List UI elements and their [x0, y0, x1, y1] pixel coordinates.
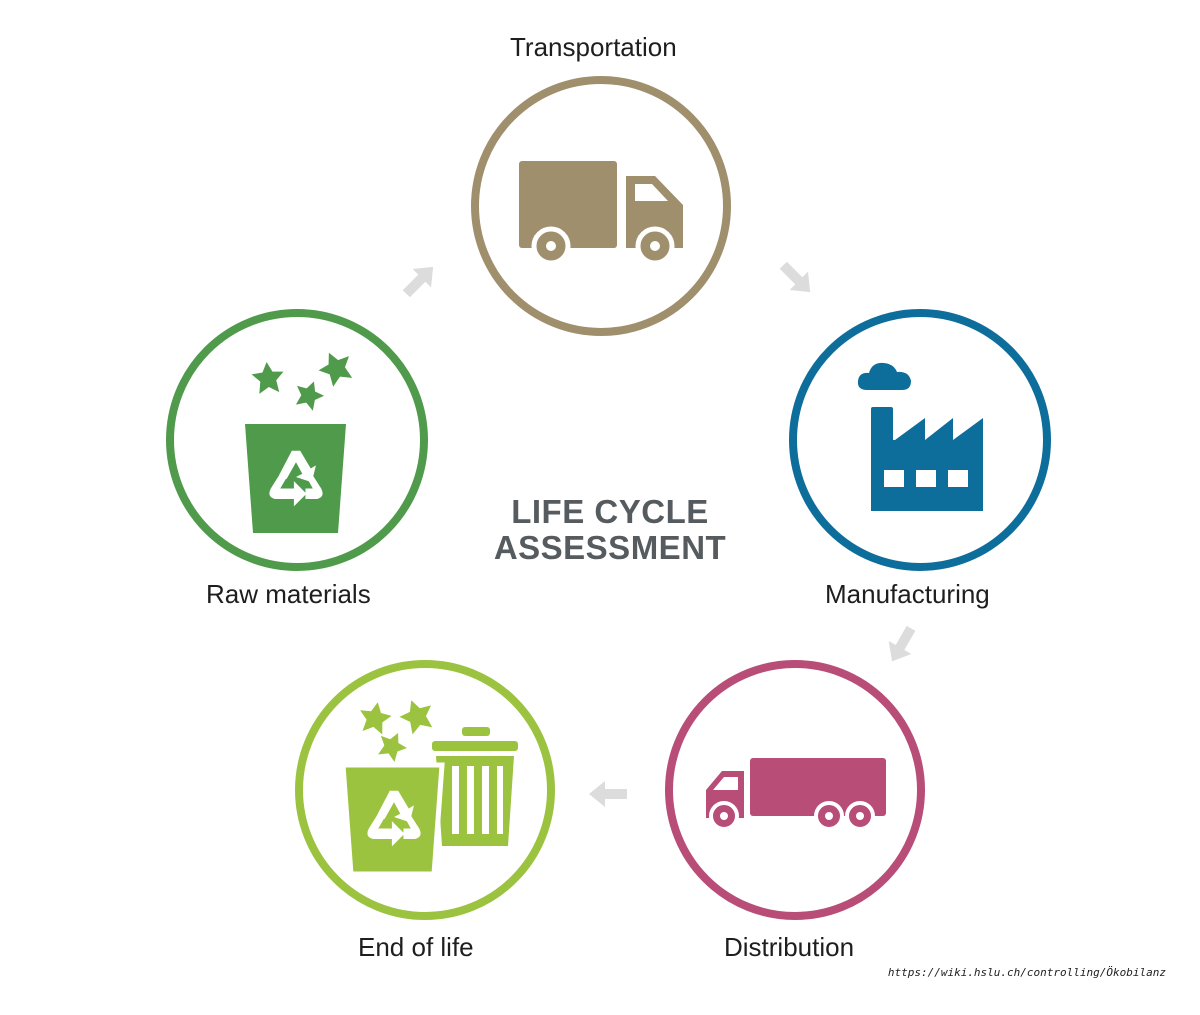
title-line-1: LIFE CYCLE — [511, 493, 709, 530]
arrow-manufacturing-to-distribution — [888, 625, 916, 662]
title-line-2: ASSESSMENT — [493, 529, 727, 566]
recycle-bin-icon — [340, 694, 445, 877]
trash-can-icon — [432, 727, 518, 846]
truck-icon — [519, 161, 683, 266]
stage-label-raw-materials: Raw materials — [206, 579, 371, 609]
stage-raw-materials — [166, 309, 428, 571]
arrow-transportation-to-manufacturing — [779, 261, 811, 293]
stage-manufacturing — [789, 309, 1051, 571]
arrow-distribution-to-end-of-life — [589, 781, 627, 807]
stage-label-transportation: Transportation — [510, 32, 677, 62]
arrow-raw-to-transportation — [402, 266, 434, 298]
diagram-title: LIFE CYCLE ASSESSMENT — [430, 494, 790, 566]
stage-label-distribution: Distribution — [724, 932, 855, 962]
factory-icon — [857, 362, 983, 511]
stage-end-of-life — [295, 660, 555, 920]
stage-transportation — [471, 76, 731, 336]
recycle-bin-icon — [245, 345, 358, 533]
source-url: https://wiki.hslu.ch/controlling/Ökobila… — [887, 966, 1166, 979]
stage-label-end-of-life: End of life — [358, 932, 474, 962]
stage-distribution — [665, 660, 925, 920]
cycle-arrows — [402, 261, 916, 807]
stage-label-manufacturing: Manufacturing — [825, 579, 990, 609]
lorry-icon — [706, 758, 886, 831]
